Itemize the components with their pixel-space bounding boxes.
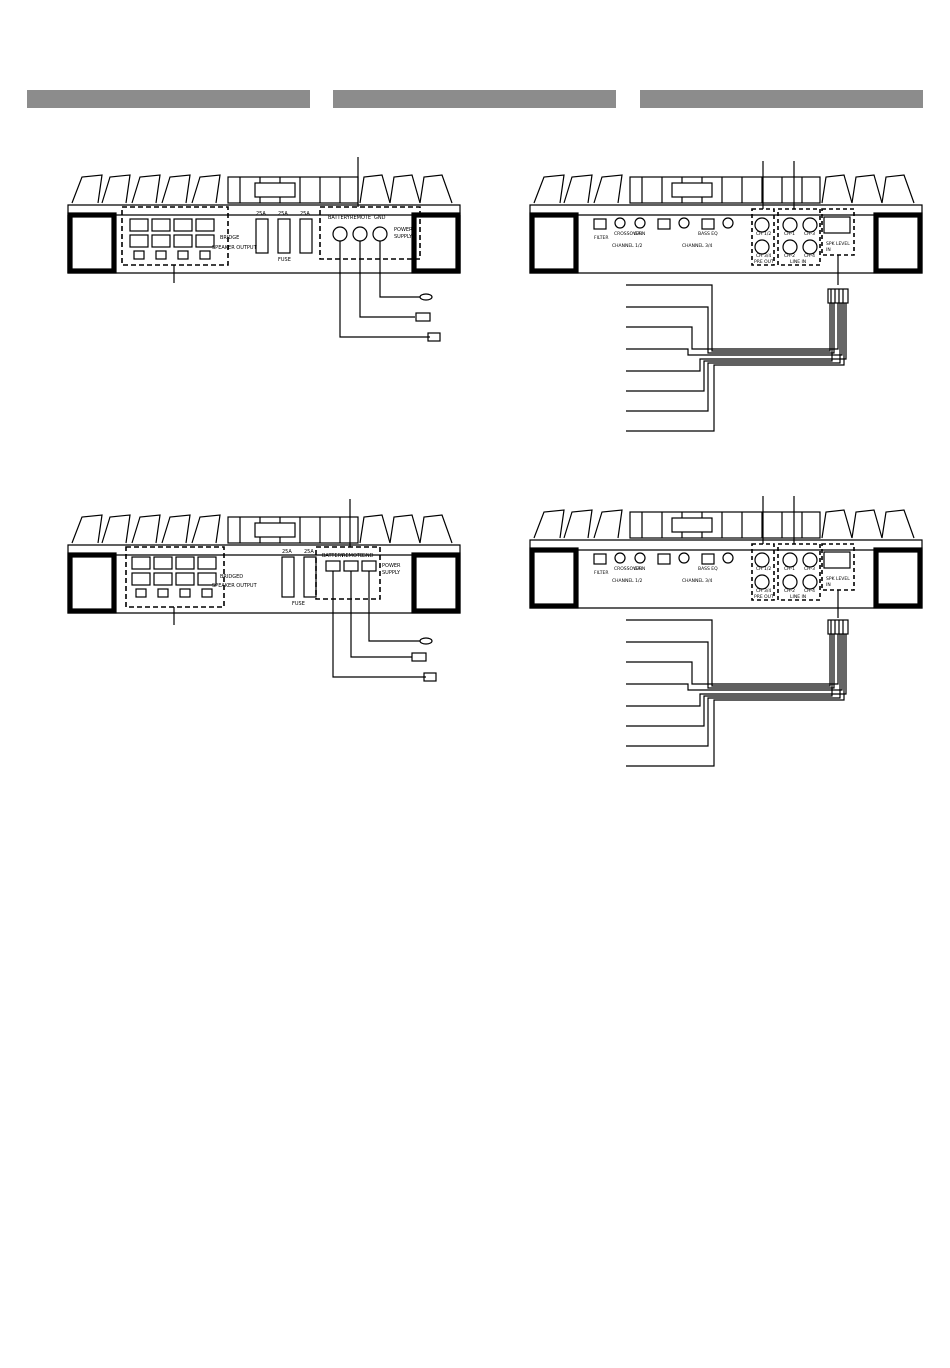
remote-label: REMOTE [350,215,371,221]
battery-label: BATTERY [328,215,351,221]
ch2-label: CH-2 [784,253,795,259]
channel-34-label: CHANNEL 3/4 [682,578,712,584]
fuse-rating-3: 25A [300,211,310,217]
channel-12-label: CHANNEL 1/2 [612,578,642,584]
speaker-output-label: SPEAKER OUTPUT [212,245,258,251]
fuse-rating-2: 25A [278,211,288,217]
section-header-bar-2 [333,90,616,108]
ch12-label: CH 1/2 [756,231,771,237]
line-in-label: LINE IN [790,594,806,600]
bridge-label: BRIDGE [220,235,239,241]
bass-eq-label: BASS EQ [698,566,718,572]
ch3-label: CH-3 [804,566,815,572]
in-label: IN [826,247,831,253]
fuse-label: FUSE [292,601,305,607]
speaker-output-label: SPEAKER OUTPUT [212,583,258,589]
spk-level-label: SPK LEVEL [826,241,850,247]
bridged-label: BRIDGED [220,574,243,580]
gnd-label: GND [374,215,386,221]
fuse-label: FUSE [278,257,291,263]
filter-label: FILTER [594,570,609,576]
spk-level-label: SPK LEVEL [826,576,850,582]
ch1-label: CH-1 [784,231,795,237]
gain-label: GAIN [634,231,645,237]
ch12-label: CH 1/2 [756,566,771,572]
fuse-rating-1: 25A [282,549,292,555]
pre-out-label: PRE OUT [754,594,774,600]
ch3-label: CH-3 [804,231,815,237]
bass-eq-label: BASS EQ [698,231,718,237]
crossover-label: CROSSOVER [614,231,642,237]
ch1-label: CH-1 [784,566,795,572]
crossover-label: CROSSOVER [614,566,642,572]
ch34-label: CH 3/4 [756,588,771,594]
supply-label: SUPPLY [382,570,401,576]
ch4-label: CH-4 [804,253,815,259]
section-header-bar-1 [27,90,310,108]
fuse-rating-2: 25A [304,549,314,555]
filter-label: FILTER [594,235,609,241]
power-label: POWER [382,563,401,569]
in-label: IN [826,582,831,588]
line-in-label: LINE IN [790,259,806,265]
channel-34-label: CHANNEL 3/4 [682,243,712,249]
ch4-label: CH-4 [804,588,815,594]
gnd-label: GND [362,553,374,559]
remote-label: REMOTE [342,553,363,559]
ch34-label: CH 3/4 [756,253,771,259]
fuse-rating-1: 25A [256,211,266,217]
gain-label: GAIN [634,566,645,572]
amplifier-diagram-bottom-right: FILTER CROSSOVER GAIN BASS EQ CHANNEL 1/… [529,496,923,767]
ch2-label: CH-2 [784,588,795,594]
pre-out-label: PRE OUT [754,259,774,265]
power-label: POWER [394,227,413,233]
channel-12-label: CHANNEL 1/2 [612,243,642,249]
section-header-bar-3 [640,90,923,108]
amplifier-diagram-top-right: FILTER CROSSOVER GAIN BASS EQ CHANNEL 1/… [529,161,923,432]
amplifier-diagram-bottom-left: SPEAKER OUTPUT BRIDGED FUSE 25A 25A BATT… [67,499,461,682]
battery-label: BATTERY [322,553,345,559]
supply-label: SUPPLY [394,234,413,240]
amplifier-diagram-top-left: SPEAKER OUTPUT BRIDGE FUSE 25A 25A 25A B… [67,157,461,342]
